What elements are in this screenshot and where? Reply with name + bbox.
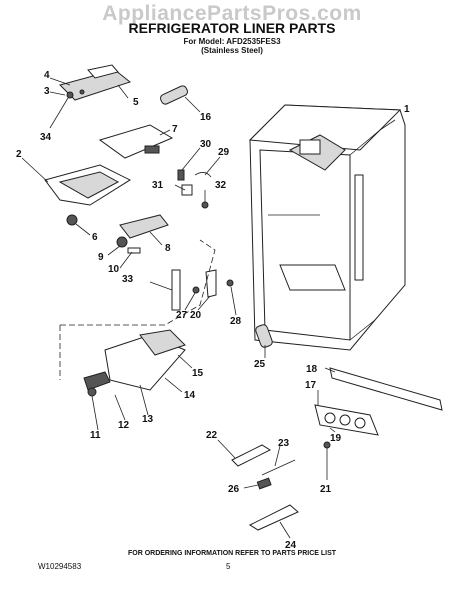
callout-29: 29 [218, 147, 230, 158]
callout-23: 23 [278, 438, 290, 449]
callout-9: 9 [98, 252, 104, 263]
callout-6: 6 [92, 232, 98, 243]
drawer-assembly [83, 329, 186, 397]
leader-lines [21, 77, 396, 539]
wire-23 [261, 459, 296, 476]
document-number: W10294583 [38, 562, 82, 571]
bracket-24 [248, 504, 299, 531]
callout-2: 2 [16, 149, 22, 160]
bracket-assembly [59, 64, 132, 101]
ordering-note: FOR ORDERING INFORMATION REFER TO PARTS … [127, 550, 337, 557]
callout-11: 11 [90, 430, 101, 441]
screw-32 [201, 201, 209, 209]
clip-30 [177, 169, 185, 181]
callout-16: 16 [200, 112, 212, 123]
liner-part [248, 104, 406, 351]
callout-34: 34 [40, 132, 52, 143]
bracket-31 [181, 184, 193, 196]
screw-27 [192, 286, 200, 294]
callout-33: 33 [122, 274, 134, 285]
tube-part [160, 85, 188, 105]
tube-25 [255, 324, 273, 348]
sensor-26 [256, 477, 272, 490]
callout-26: 26 [228, 484, 240, 495]
variant-line: (Stainless Steel) [201, 46, 263, 55]
rail-assembly [314, 367, 443, 449]
callout-20: 20 [190, 310, 202, 321]
callout-21: 21 [320, 484, 332, 495]
callout-3: 3 [44, 86, 50, 97]
callout-12: 12 [118, 420, 130, 431]
callout-31: 31 [152, 180, 164, 191]
callout-7: 7 [172, 124, 178, 135]
pan-part [44, 164, 132, 206]
outline-dash [60, 239, 216, 326]
rod-33 [171, 269, 181, 311]
callout-14: 14 [184, 390, 196, 401]
page-number: 5 [226, 562, 231, 571]
page-title: REFRIGERATOR LINER PARTS [128, 20, 336, 36]
spring-29 [194, 172, 212, 178]
screw-6 [66, 214, 78, 226]
model-line: For Model: AFD2535FES3 [183, 37, 281, 46]
callout-4: 4 [44, 70, 50, 81]
hinge-8 [119, 214, 169, 239]
callout-17: 17 [305, 380, 317, 391]
callout-18: 18 [306, 364, 318, 375]
shelf-cover-part [98, 124, 174, 159]
callout-28: 28 [230, 316, 242, 327]
callout-10: 10 [108, 264, 120, 275]
callout-15: 15 [192, 368, 204, 379]
watermark: AppliancePartsPros.com [102, 2, 362, 25]
callout-32: 32 [215, 180, 227, 191]
pin-10 [127, 247, 141, 254]
bracket-22 [231, 444, 272, 467]
knob-9 [116, 236, 128, 248]
screw-28 [226, 279, 234, 287]
callout-25: 25 [254, 359, 266, 370]
bracket-20 [205, 269, 217, 298]
callout-5: 5 [133, 97, 139, 108]
callout-8: 8 [165, 243, 171, 254]
callout-1: 1 [404, 104, 410, 115]
callout-labels: 1 2 3 4 5 6 7 8 9 10 11 12 13 14 15 16 1… [16, 70, 410, 551]
callout-30: 30 [200, 139, 212, 150]
callout-13: 13 [142, 414, 154, 425]
callout-27: 27 [176, 310, 188, 321]
callout-24: 24 [285, 540, 297, 551]
callout-19: 19 [330, 433, 342, 444]
callout-22: 22 [206, 430, 218, 441]
